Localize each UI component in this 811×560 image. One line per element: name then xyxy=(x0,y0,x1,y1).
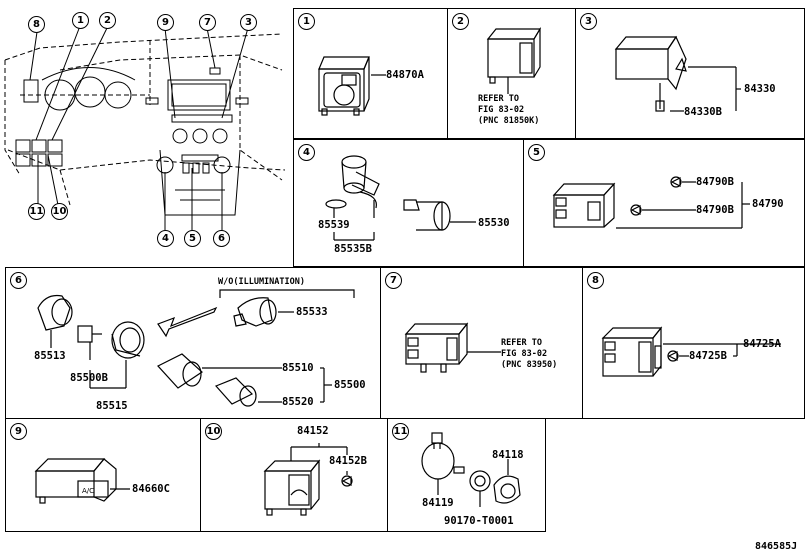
part-84152: 84152 xyxy=(297,425,329,437)
socket-drawing xyxy=(325,155,476,241)
part-84330: 84330 xyxy=(744,83,776,95)
part-85530: 85530 xyxy=(478,217,510,229)
part-85500b: 85500B xyxy=(70,372,108,384)
part-84725a: 84725A xyxy=(743,338,781,350)
part-85500: 85500 xyxy=(334,379,366,391)
part-84152b: 84152B xyxy=(329,455,367,467)
ref-line-2: FIG 83-02 xyxy=(501,349,548,359)
panel-9: 9 A/C 84660C xyxy=(5,418,201,532)
callout-10: 10 xyxy=(51,203,68,220)
panel-1: 1 84870A xyxy=(293,8,448,139)
panel-6: 6 W/O(ILLUMINATION) xyxy=(5,267,381,419)
panel-number: 4 xyxy=(298,144,315,161)
ref-line-2: FIG 83-02 xyxy=(478,105,525,115)
callout-5: 5 xyxy=(184,230,201,247)
callout-2: 2 xyxy=(99,12,116,29)
part-84870a: 84870A xyxy=(386,69,424,81)
part-84660c: 84660C xyxy=(132,483,170,495)
part-85533: 85533 xyxy=(296,306,328,318)
panel-4: 4 85539 85535B 85530 xyxy=(293,139,524,267)
part-85520: 85520 xyxy=(282,396,314,408)
panel-number: 9 xyxy=(10,423,27,440)
cigarette-lighter-drawing xyxy=(37,289,355,407)
ref-line-3: (PNC 81850K) xyxy=(478,116,540,126)
callout-4: 4 xyxy=(157,230,174,247)
panel-10: 10 84152 84152B xyxy=(200,418,388,532)
part-84790: 84790 xyxy=(752,198,784,210)
callout-6: 6 xyxy=(213,230,230,247)
panel-number: 8 xyxy=(587,272,604,289)
panel-number: 5 xyxy=(528,144,545,161)
ref-line-1: REFER TO xyxy=(478,94,519,104)
panel-7: 7 REFER TO FIG 83-02 (PNC 83950) xyxy=(380,267,583,419)
panel-5: 5 84790B 84790B 84790 xyxy=(523,139,805,267)
part-85539: 85539 xyxy=(318,219,350,231)
diagram-id: 846585J xyxy=(755,541,798,552)
overview-dashboard: 8 1 2 9 7 3 11 10 4 5 6 xyxy=(0,0,290,250)
note-without-illumination: W/O(ILLUMINATION) xyxy=(218,277,305,287)
callout-7: 7 xyxy=(199,14,216,31)
switch-84152-drawing xyxy=(263,443,353,516)
panel-number: 6 xyxy=(10,272,27,289)
panel-number: 11 xyxy=(392,423,409,440)
part-84790b-upper: 84790B xyxy=(696,176,734,188)
part-84330b: 84330B xyxy=(684,106,722,118)
panel-number: 1 xyxy=(298,13,315,30)
callout-11: 11 xyxy=(28,203,45,220)
panel-3: 3 84330 84330B xyxy=(575,8,805,139)
panel-number: 3 xyxy=(580,13,597,30)
switch-ref-81850k-drawing xyxy=(486,26,542,94)
switch-84725a-drawing xyxy=(601,326,781,377)
ref-line-3: (PNC 83950) xyxy=(501,360,558,370)
part-84725b: 84725B xyxy=(689,350,727,362)
svg-text:A/C: A/C xyxy=(82,487,94,495)
part-90170-t0001: 90170-T0001 xyxy=(444,515,514,527)
part-84119: 84119 xyxy=(422,497,454,509)
callout-9: 9 xyxy=(157,14,174,31)
part-85535b: 85535B xyxy=(334,243,372,255)
part-85513: 85513 xyxy=(34,350,66,362)
panel-2: 2 REFER TO FIG 83-02 (PNC 81850K) xyxy=(447,8,576,139)
panel-11: 11 84118 84119 90170-T0001 xyxy=(387,418,546,532)
callout-8: 8 xyxy=(28,16,45,33)
ac-switch-drawing: A/C xyxy=(34,458,130,504)
ref-line-1: REFER TO xyxy=(501,338,542,348)
part-85510: 85510 xyxy=(282,362,314,374)
rheostat-drawing xyxy=(421,432,521,507)
panel-number: 7 xyxy=(385,272,402,289)
part-84118: 84118 xyxy=(492,449,524,461)
part-85515: 85515 xyxy=(96,400,128,412)
dashboard-drawing xyxy=(4,25,286,230)
part-84790b-lower: 84790B xyxy=(696,204,734,216)
callout-1: 1 xyxy=(72,12,89,29)
hazard-switch-drawing xyxy=(614,35,741,112)
switch-84870a-drawing xyxy=(318,56,386,116)
panel-8: 8 84725A 84725B xyxy=(582,267,805,419)
switch-ref-83950-drawing xyxy=(404,322,501,373)
panel-number: 10 xyxy=(205,423,222,440)
panel-number: 2 xyxy=(452,13,469,30)
switch-84790-drawing xyxy=(552,176,750,229)
callout-3: 3 xyxy=(240,14,257,31)
